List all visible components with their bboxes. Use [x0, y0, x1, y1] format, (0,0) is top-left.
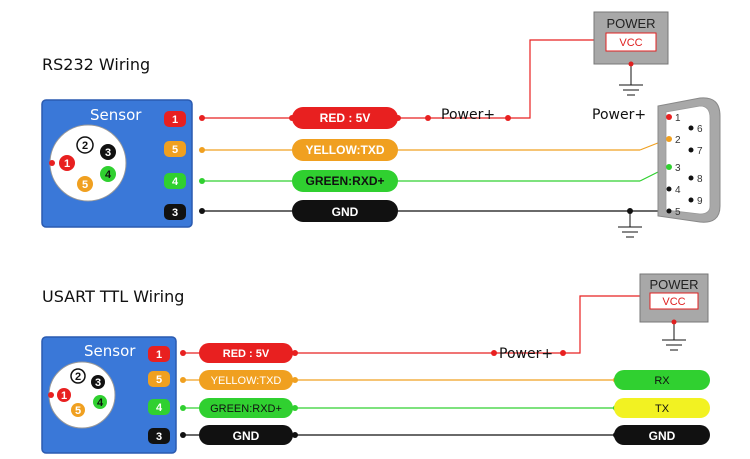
svg-text:4: 4: [675, 185, 681, 196]
usart-connector-pin-4: 4: [93, 395, 107, 409]
rs232-wire-label-red: RED : 5V: [289, 107, 401, 129]
usart-target-gnd: GND: [614, 425, 710, 445]
rs232-ground-symbol: [618, 211, 642, 238]
svg-text:RED : 5V: RED : 5V: [223, 348, 270, 360]
usart-connector-pin-1: 1: [57, 388, 71, 402]
usart-wire-label-black: GND: [199, 425, 298, 445]
svg-text:4: 4: [97, 397, 104, 409]
rs232-connector-pin-3: 3: [100, 144, 116, 160]
svg-text:GND: GND: [233, 429, 260, 443]
usart-pin-badge-1: [148, 346, 170, 362]
usart-connector-pin-5: 5: [71, 403, 85, 417]
svg-text:4: 4: [156, 402, 163, 414]
svg-text:5: 5: [75, 405, 81, 417]
usart-title: USART TTL Wiring: [42, 287, 184, 306]
svg-text:5: 5: [172, 144, 178, 156]
svg-text:3: 3: [675, 163, 681, 174]
rs232-pin-badge-5: [164, 141, 186, 157]
svg-text:POWER: POWER: [649, 277, 698, 292]
usart-connector-pin-3: 3: [91, 375, 105, 389]
usart-target-rx: RX: [614, 370, 710, 390]
usart-pin-badge-4: [148, 399, 170, 415]
svg-text:7: 7: [697, 146, 703, 157]
svg-text:3: 3: [105, 147, 111, 159]
svg-text:5: 5: [82, 179, 88, 191]
svg-text:5: 5: [675, 207, 681, 218]
rs232-power-label-mid: Power+: [441, 107, 495, 123]
rs232-connector-pin-1: 1: [59, 155, 75, 171]
svg-text:3: 3: [156, 431, 162, 443]
svg-text:RX: RX: [654, 375, 670, 387]
rs232-pin-badge-4: [164, 173, 186, 189]
rs232-wires: [199, 39, 669, 214]
svg-text:9: 9: [697, 196, 703, 207]
rs232-wire-label-black: GND: [292, 200, 398, 222]
rs232-wire-label-green: GREEN:RXD+: [292, 170, 398, 192]
svg-text:2: 2: [82, 140, 88, 152]
svg-text:5: 5: [156, 374, 162, 386]
svg-text:1: 1: [172, 114, 178, 126]
svg-text:1: 1: [675, 113, 681, 124]
usart-pin-badge-5: [148, 371, 170, 387]
svg-text:1: 1: [156, 349, 162, 361]
rs232-title: RS232 Wiring: [42, 55, 150, 74]
usart-wire-label-yellow: YELLOW:TXD: [199, 370, 298, 390]
svg-text:3: 3: [172, 207, 178, 219]
svg-text:GREEN:RXD+: GREEN:RXD+: [305, 174, 384, 188]
rs232-pin-badge-3: [164, 204, 186, 220]
svg-text:2: 2: [675, 135, 681, 146]
usart-wire-label-red: RED : 5V: [199, 343, 298, 363]
rs232-connector-pin-4: 4: [100, 166, 116, 182]
usart-sensor-label: Sensor: [84, 342, 136, 360]
usart-connector-pin-2: 2: [70, 368, 86, 384]
rs232-wire-label-yellow: YELLOW:TXD: [292, 139, 398, 161]
rs232-sensor: Sensor 2 3 1 4 5 1 5 4 3: [41, 99, 193, 228]
svg-text:GND: GND: [332, 205, 359, 219]
svg-text:4: 4: [105, 169, 112, 181]
rs232-db9-connector: 1 2 3 4 5 6 7 8 9: [657, 97, 721, 223]
svg-text:GREEN:RXD+: GREEN:RXD+: [210, 403, 282, 415]
svg-text:YELLOW:TXD: YELLOW:TXD: [305, 143, 384, 157]
svg-text:6: 6: [697, 124, 703, 135]
svg-text:VCC: VCC: [662, 296, 685, 308]
rs232-connector-pin-5: 5: [77, 176, 93, 192]
usart-sensor: Sensor 2 3 1 4 5 1 5 4 3: [41, 336, 177, 454]
usart-wire-label-green: GREEN:RXD+: [199, 398, 298, 418]
usart-power-box: POWER VCC: [639, 273, 709, 351]
svg-text:YELLOW:TXD: YELLOW:TXD: [211, 375, 282, 387]
usart-power-label: Power+: [499, 346, 553, 362]
svg-text:1: 1: [61, 390, 67, 402]
svg-text:2: 2: [75, 371, 81, 383]
svg-text:POWER: POWER: [606, 16, 655, 31]
rs232-pin-badge-1: [164, 111, 186, 127]
svg-text:GND: GND: [649, 429, 676, 443]
rs232-connector-pin-2: 2: [76, 136, 94, 154]
svg-text:1: 1: [64, 158, 70, 170]
svg-text:RED : 5V: RED : 5V: [320, 111, 371, 125]
svg-text:8: 8: [697, 174, 703, 185]
svg-text:4: 4: [172, 176, 179, 188]
usart-pin-badge-3: [148, 428, 170, 444]
svg-text:3: 3: [95, 377, 101, 389]
svg-text:TX: TX: [655, 403, 670, 415]
rs232-power-label-right: Power+: [592, 107, 646, 123]
rs232-sensor-label: Sensor: [90, 106, 142, 124]
svg-text:VCC: VCC: [619, 37, 642, 49]
usart-target-tx: TX: [614, 398, 710, 418]
rs232-power-box: POWER VCC: [593, 11, 669, 96]
